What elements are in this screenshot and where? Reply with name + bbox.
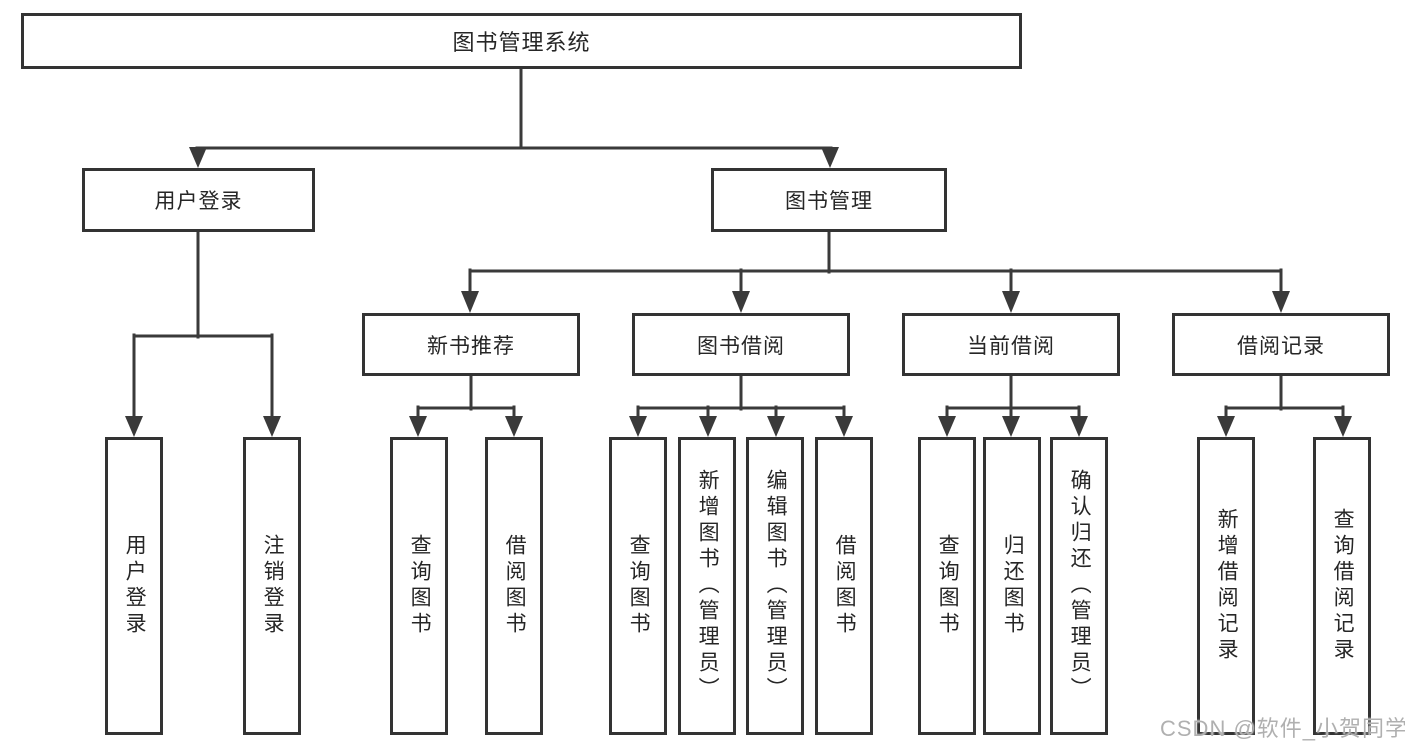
leaf-label: 新增图书（管理员） <box>696 469 720 703</box>
leaf-logout: 注销登录 <box>243 437 301 735</box>
node-label: 当前借阅 <box>967 334 1055 358</box>
leaf-return-book: 归还图书 <box>983 437 1041 735</box>
leaf-label: 用户登录 <box>123 534 147 638</box>
node-label: 借阅记录 <box>1237 334 1325 358</box>
node-label: 图书管理 <box>785 190 873 213</box>
leaf-user-login: 用户登录 <box>105 437 163 735</box>
node-root-library-management-system: 图书管理系统 <box>21 13 1022 69</box>
node-current-borrow: 当前借阅 <box>902 313 1120 376</box>
leaf-label: 借阅图书 <box>503 534 527 638</box>
node-label: 新书推荐 <box>427 334 515 358</box>
leaf-label: 查询图书 <box>627 534 651 638</box>
leaf-add-book-admin: 新增图书（管理员） <box>678 437 736 735</box>
node-borrow-records: 借阅记录 <box>1172 313 1390 376</box>
leaf-borrow-books-recommend: 借阅图书 <box>485 437 543 735</box>
leaf-label: 查询图书 <box>408 534 432 638</box>
csdn-watermark: CSDN @软件_小贺同学 <box>1160 716 1405 741</box>
leaf-label: 查询图书 <box>936 534 960 638</box>
leaf-label: 确认归还（管理员） <box>1068 469 1092 703</box>
node-label: 图书管理系统 <box>452 30 591 55</box>
leaf-label: 查询借阅记录 <box>1331 508 1355 664</box>
leaf-borrow-books: 借阅图书 <box>815 437 873 735</box>
leaf-label: 新增借阅记录 <box>1215 508 1239 664</box>
leaf-confirm-return-admin: 确认归还（管理员） <box>1050 437 1108 735</box>
leaf-query-books-recommend: 查询图书 <box>390 437 448 735</box>
leaf-label: 编辑图书（管理员） <box>764 469 788 703</box>
leaf-add-borrow-record: 新增借阅记录 <box>1197 437 1255 735</box>
node-book-management: 图书管理 <box>711 168 947 232</box>
leaf-query-books-borrow: 查询图书 <box>609 437 667 735</box>
leaf-label: 借阅图书 <box>833 534 857 638</box>
leaf-label: 注销登录 <box>261 534 285 638</box>
node-user-login: 用户登录 <box>82 168 315 232</box>
node-new-book-recommend: 新书推荐 <box>362 313 580 376</box>
leaf-query-books-current: 查询图书 <box>918 437 976 735</box>
leaf-edit-book-admin: 编辑图书（管理员） <box>746 437 804 735</box>
node-label: 用户登录 <box>154 190 243 213</box>
leaf-label: 归还图书 <box>1001 534 1025 638</box>
leaf-query-borrow-record: 查询借阅记录 <box>1313 437 1371 735</box>
node-book-borrow: 图书借阅 <box>632 313 850 376</box>
node-label: 图书借阅 <box>697 334 785 358</box>
